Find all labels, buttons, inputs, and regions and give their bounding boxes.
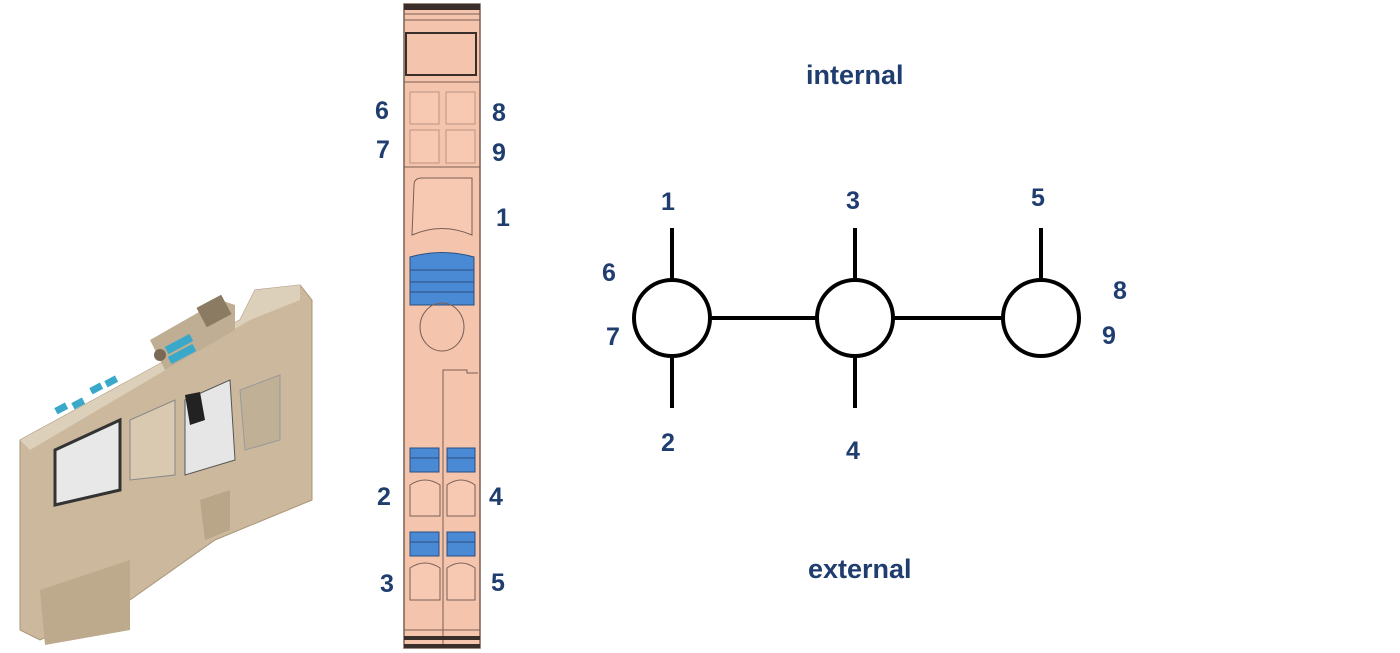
label-4: 4 bbox=[489, 483, 503, 511]
terminal-1-opening bbox=[411, 177, 473, 236]
schematic-labels: internal external 1 2 6 7 3 4 5 8 9 bbox=[602, 60, 1127, 584]
lower-release-buttons bbox=[409, 447, 476, 557]
node-1-circle bbox=[632, 278, 712, 358]
node-3-circle bbox=[1001, 278, 1081, 358]
external-label: external bbox=[808, 554, 912, 584]
label-8: 8 bbox=[492, 99, 506, 127]
label-2: 2 bbox=[377, 483, 391, 511]
schematic bbox=[632, 228, 1081, 408]
node1-bottom-label: 2 bbox=[661, 429, 675, 457]
node1-top-label: 1 bbox=[661, 188, 675, 216]
node2-bottom-label: 4 bbox=[846, 437, 860, 465]
label-9: 9 bbox=[492, 139, 506, 167]
node3-top-label: 5 bbox=[1031, 184, 1045, 212]
label-7: 7 bbox=[376, 136, 390, 164]
label-3: 3 bbox=[380, 570, 394, 598]
node1-left-bottom-label: 7 bbox=[606, 323, 620, 351]
upper-test-sockets bbox=[409, 91, 476, 164]
node3-right-top-label: 8 bbox=[1113, 277, 1127, 305]
lower-wire-openings bbox=[409, 479, 476, 601]
node-2-circle bbox=[815, 278, 895, 358]
label-1: 1 bbox=[496, 204, 510, 232]
label-5: 5 bbox=[491, 569, 505, 597]
terminal-1-release-button bbox=[409, 252, 475, 306]
node3-right-bottom-label: 9 bbox=[1102, 322, 1116, 350]
internal-label: internal bbox=[806, 60, 904, 90]
terminal-labels: 6 7 8 9 1 2 4 3 5 bbox=[375, 97, 510, 598]
node1-left-top-label: 6 bbox=[602, 259, 616, 287]
node2-top-label: 3 bbox=[846, 187, 860, 215]
terminal-block-3d-illustration bbox=[19, 284, 313, 645]
terminal-block-top-view bbox=[403, 3, 481, 649]
label-6: 6 bbox=[375, 97, 389, 125]
